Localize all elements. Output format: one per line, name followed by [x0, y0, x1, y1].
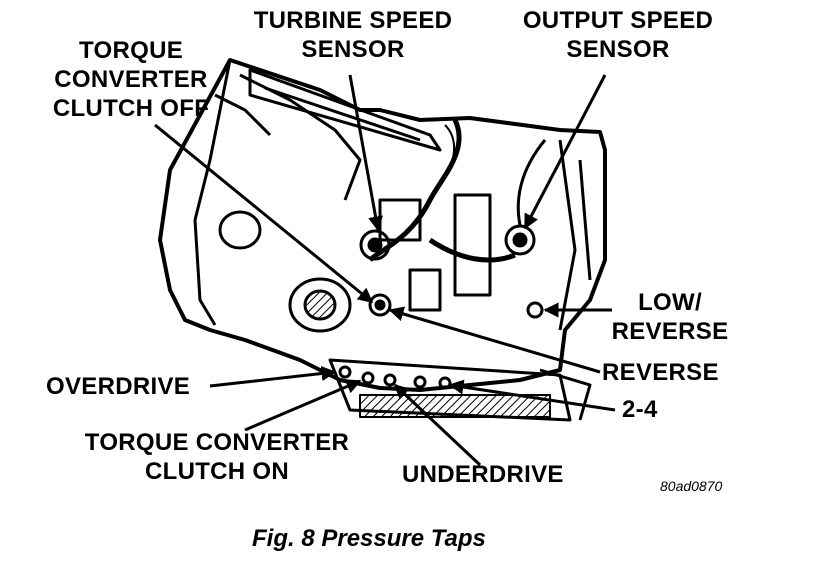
label-line: LOW/: [638, 289, 702, 316]
figure-caption: Fig. 8 Pressure Taps: [252, 525, 486, 552]
leader-lines: [154, 74, 616, 467]
figure-code: 80ad0870: [660, 478, 723, 494]
label-line: SENSOR: [566, 36, 670, 63]
leader-overdrive: [209, 366, 337, 388]
leader-output-speed-sensor: [523, 74, 607, 230]
label-line: TORQUE CONVERTER: [84, 429, 350, 456]
leader-two-four: [448, 379, 616, 412]
label-turbine-speed-sensor: TURBINE SPEED SENSOR: [238, 6, 468, 64]
label-line: CONVERTER: [54, 66, 208, 93]
label-line: OUTPUT SPEED: [522, 7, 714, 34]
leader-reverse: [388, 306, 601, 374]
label-overdrive: OVERDRIVE: [46, 373, 191, 400]
label-line: SENSOR: [301, 36, 405, 63]
label-torque-converter-clutch-off: TORQUE CONVERTER CLUTCH OFF: [36, 36, 226, 123]
transmission-illustration: [158, 58, 607, 422]
label-torque-converter-clutch-on: TORQUE CONVERTER CLUTCH ON: [62, 428, 372, 486]
label-reverse: REVERSE: [602, 359, 719, 386]
label-line: CLUTCH ON: [144, 458, 290, 485]
leader-underdrive: [393, 383, 482, 467]
leader-tcc-on: [244, 379, 362, 432]
label-line: REVERSE: [611, 318, 729, 345]
label-line: CLUTCH OFF: [52, 95, 210, 122]
leader-tcc-off: [154, 123, 374, 304]
leader-turbine-speed-sensor: [348, 74, 383, 232]
label-underdrive: UNDERDRIVE: [402, 461, 564, 488]
label-output-speed-sensor: OUTPUT SPEED SENSOR: [508, 6, 728, 64]
label-line: TURBINE SPEED: [253, 7, 453, 34]
label-line: TORQUE: [78, 37, 184, 64]
label-two-four: 2-4: [622, 396, 658, 423]
label-low-reverse: LOW/ REVERSE: [605, 288, 735, 346]
